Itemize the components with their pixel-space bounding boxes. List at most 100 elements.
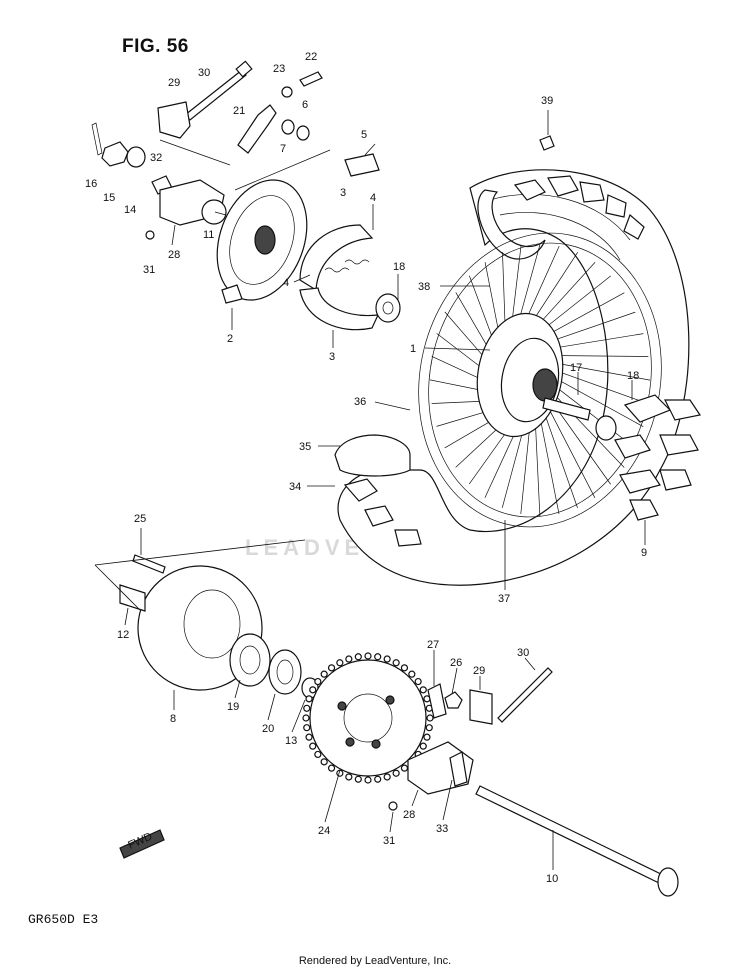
wheel-spoke [547, 333, 644, 350]
rear-tire [334, 169, 690, 586]
sprocket-tooth [383, 773, 391, 781]
callout-21: 21 [233, 105, 245, 117]
sprocket-tooth [305, 695, 313, 703]
callout-3: 3 [340, 187, 346, 199]
callout-38: 38 [418, 281, 430, 293]
brake-panel [216, 179, 308, 304]
callout-8: 8 [170, 713, 176, 725]
sprocket-tooth [320, 670, 328, 678]
callout-6: 6 [302, 99, 308, 111]
sprocket-tooth [426, 714, 434, 722]
callout-15: 15 [103, 192, 115, 204]
sprocket-tooth [303, 724, 311, 732]
callout-26: 26 [450, 657, 462, 669]
sprocket-tooth [374, 775, 382, 783]
callout-4: 4 [283, 277, 289, 289]
wheel-spoke [520, 422, 531, 514]
sprocket-tooth [303, 704, 311, 712]
callout-1: 1 [410, 343, 416, 355]
callout-2: 2 [227, 333, 233, 345]
callout-29: 29 [473, 665, 485, 677]
callout-30: 30 [198, 67, 210, 79]
callout-29: 29 [168, 77, 180, 89]
callout-20: 20 [262, 723, 274, 735]
callout-12: 12 [117, 629, 129, 641]
tire-tread [343, 175, 645, 547]
sprocket-hub-assembly [119, 554, 319, 699]
callout-32: 32 [150, 152, 162, 164]
wheel-spoke [547, 406, 596, 499]
callout-39: 39 [541, 95, 553, 107]
callout-28: 28 [168, 249, 180, 261]
callout-17: 17 [570, 362, 582, 374]
callout-10: 10 [546, 873, 558, 885]
sprocket-tooth [383, 655, 391, 663]
leader-lines [94, 110, 646, 870]
callout-14: 14 [124, 204, 136, 216]
sprocket-tooth [309, 742, 317, 750]
top-hardware [157, 60, 555, 177]
callout-33: 33 [436, 823, 448, 835]
callout-18: 18 [393, 261, 405, 273]
sprocket-tooth [336, 659, 344, 667]
wheel-spoke [543, 412, 578, 508]
cush-damper [614, 394, 701, 521]
callout-30: 30 [517, 647, 529, 659]
callout-35: 35 [299, 441, 311, 453]
callout-22: 22 [305, 51, 317, 63]
sprocket-tooth [320, 758, 328, 766]
sprocket-tooth [314, 677, 322, 686]
wheel-spoke [534, 420, 541, 517]
wheel-spoke [554, 377, 644, 427]
inner-tube [477, 189, 546, 260]
sprocket-tooth [392, 769, 400, 777]
sprocket-tooth [327, 764, 336, 772]
figure-title: FIG. 56 [122, 36, 189, 57]
sprocket-tooth [364, 652, 372, 660]
wheel-spoke [554, 369, 649, 405]
callout-11: 11 [203, 229, 214, 241]
callout-7: 7 [280, 143, 286, 155]
sprocket-tooth [314, 750, 322, 759]
callout-23: 23 [273, 63, 285, 75]
sprocket-tooth [327, 664, 336, 672]
forward-arrow-icon: FWD [119, 829, 165, 859]
sprocket-tooth [414, 677, 422, 686]
sprocket-tooth [419, 742, 427, 750]
callout-13: 13 [285, 735, 297, 747]
wheel-spoke [539, 416, 560, 515]
callout-4: 4 [370, 192, 376, 204]
callout-34: 34 [289, 481, 301, 493]
callout-16: 16 [85, 178, 97, 190]
callout-5: 5 [361, 129, 367, 141]
callout-28: 28 [403, 809, 415, 821]
callout-3: 3 [329, 351, 335, 363]
brake-shoes [299, 224, 379, 331]
sprocket-tooth [400, 664, 409, 672]
rear-axle [475, 785, 679, 897]
sprocket-tooth [408, 670, 416, 678]
sprocket-tooth [309, 686, 317, 694]
sprocket-tooth [345, 655, 353, 663]
sprocket-tooth [423, 733, 431, 741]
wheel-spoke [501, 422, 526, 508]
callout-25: 25 [134, 513, 146, 525]
sprocket-tooth [305, 733, 313, 741]
right-axle-hardware [388, 667, 553, 811]
sprocket-tooth [374, 653, 382, 661]
callout-24: 24 [318, 825, 330, 837]
callout-31: 31 [383, 835, 395, 847]
sprocket-tooth [364, 776, 372, 784]
callout-36: 36 [354, 396, 366, 408]
render-credit: Rendered by LeadVenture, Inc. [298, 955, 452, 967]
sprocket-tooth [345, 773, 353, 781]
callout-labels: 29 30 23 22 21 6 7 5 39 16 15 14 32 11 2… [85, 51, 647, 885]
wheel-spoke [554, 385, 636, 449]
callout-31: 31 [143, 264, 155, 276]
callout-19: 19 [227, 701, 239, 713]
spoked-wheel [418, 232, 662, 528]
callout-9: 9 [641, 547, 647, 559]
left-axle-hardware [91, 122, 227, 240]
sprocket-tooth [400, 764, 409, 772]
